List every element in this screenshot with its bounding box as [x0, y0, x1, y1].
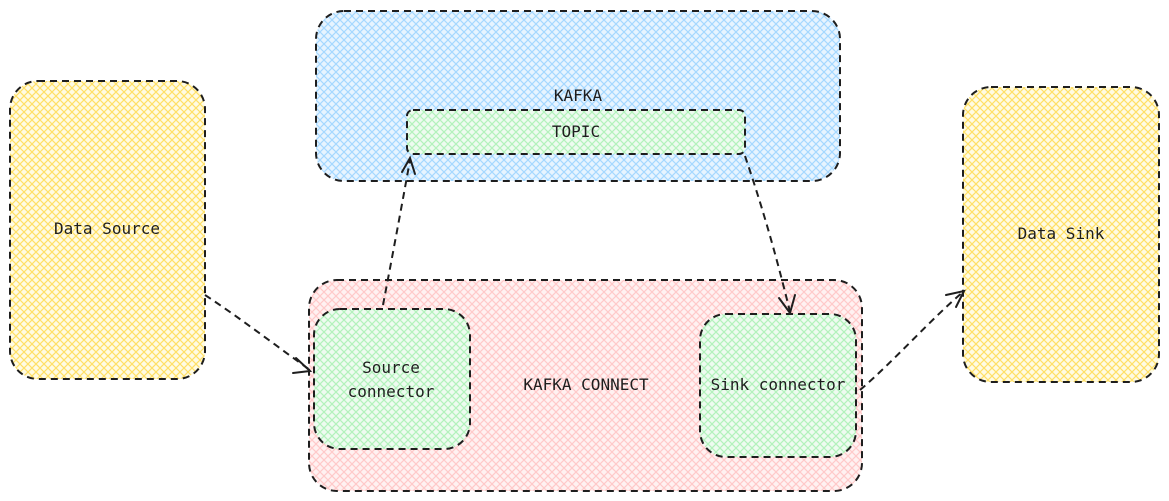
source-connector-label-line2: connector	[348, 382, 435, 401]
data-source-label: Data Source	[54, 219, 160, 238]
topic-label: TOPIC	[552, 122, 600, 141]
kafka-box[interactable]: KAFKA	[315, 10, 841, 182]
arrow-data-source-to-source-connector	[204, 294, 313, 374]
sink-connector-label: Sink connector	[711, 375, 846, 394]
kafka-connect-label: KAFKA CONNECT	[523, 375, 649, 394]
data-source-box[interactable]: Data Source	[9, 80, 206, 380]
data-sink-box[interactable]: Data Sink	[962, 86, 1160, 383]
sink-connector-box[interactable]: Sink connector	[699, 313, 857, 458]
topic-box[interactable]: TOPIC	[406, 109, 746, 155]
arrow-topic-to-sink-connector	[744, 155, 796, 316]
arrow-sink-connector-to-data-sink	[859, 289, 966, 391]
kafka-label: KAFKA	[554, 86, 603, 105]
data-sink-label: Data Sink	[1018, 224, 1105, 243]
source-connector-box[interactable]: Source connector	[313, 308, 471, 450]
source-connector-label-line1: Source	[362, 358, 420, 377]
arrow-source-connector-to-topic	[382, 155, 416, 306]
